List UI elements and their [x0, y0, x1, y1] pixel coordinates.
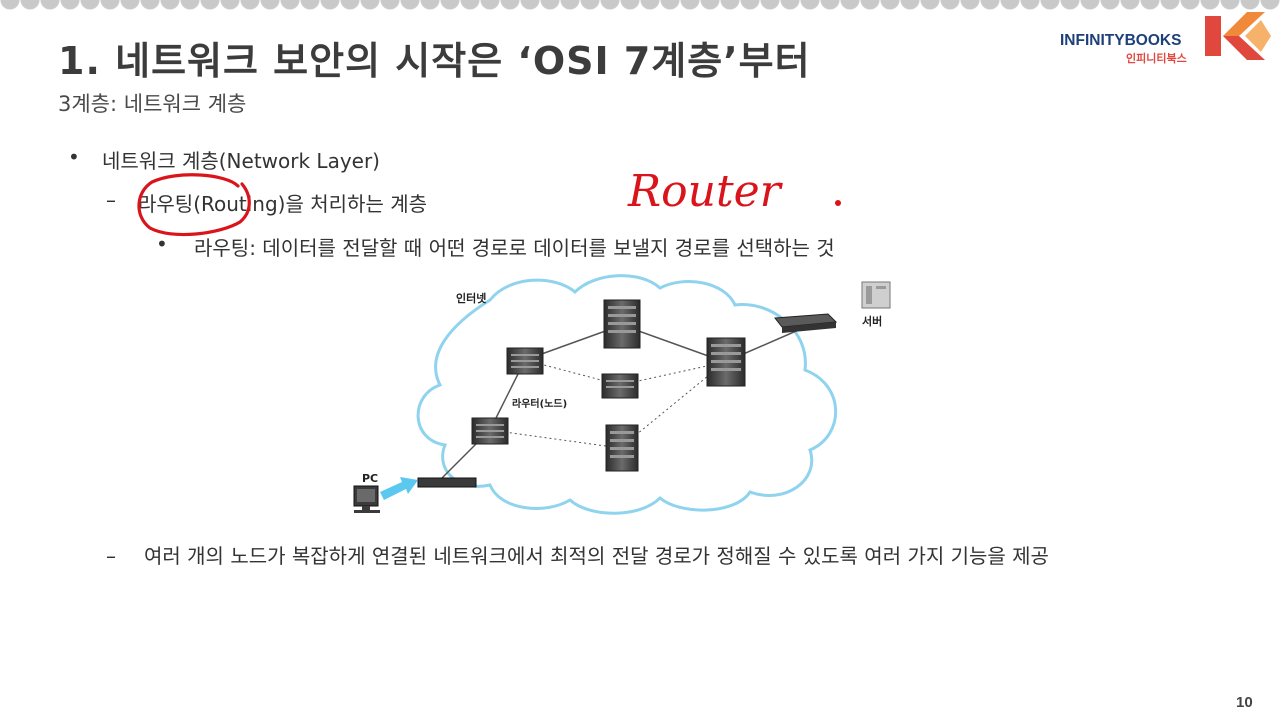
pc-icon	[353, 485, 380, 513]
dash-marker: –	[106, 544, 116, 568]
internet-label: 인터넷	[456, 291, 486, 305]
logo-brand-text: INFINITYBOOKS	[1060, 32, 1182, 49]
bullet-text: 여러 개의 노드가 복잡하게 연결된 네트워크에서 최적의 전달 경로가 정해질…	[144, 544, 1049, 568]
slide-subtitle: 3계층: 네트워크 계층	[58, 92, 247, 116]
router-icon	[471, 417, 509, 445]
router-label: 라우터(노드)	[512, 397, 567, 410]
router-icon	[506, 347, 544, 375]
router-icon	[603, 299, 641, 349]
bullet-marker: •	[68, 145, 80, 169]
server-icon	[861, 281, 891, 309]
router-icon	[601, 373, 639, 399]
network-diagram: 인터넷 라우터(노드) 서버 PC	[353, 274, 891, 515]
arrow-icon	[380, 477, 418, 500]
publisher-logo: INFINITYBOOKS 인피니티북스	[1060, 10, 1275, 66]
bullet-text: 네트워크 계층(Network Layer)	[102, 149, 380, 173]
pc-label: PC	[362, 472, 378, 485]
dash-marker: –	[106, 188, 116, 212]
logo-k-mark-icon	[1205, 12, 1271, 60]
router-icon	[706, 337, 746, 387]
router-icon	[605, 424, 639, 472]
page-number: 10	[1236, 694, 1253, 711]
handwritten-router-label: Router	[627, 166, 784, 217]
ink-dot	[835, 200, 841, 206]
bullet-text: 라우팅(Routing)을 처리하는 계층	[138, 192, 427, 216]
logo-brand-korean: 인피니티북스	[1126, 52, 1187, 65]
server-label: 서버	[862, 314, 882, 328]
bullet-text: 라우팅: 데이터를 전달할 때 어떤 경로로 데이터를 보낼지 경로를 선택하는…	[194, 236, 835, 260]
slide-title: 1. 네트워크 보안의 시작은 ‘OSI 7계층’부터	[58, 39, 811, 83]
modem-icon	[417, 477, 477, 488]
bullet-marker: •	[156, 232, 168, 256]
top-scallop-border	[0, 0, 1280, 22]
edge-router-icon	[774, 313, 838, 333]
